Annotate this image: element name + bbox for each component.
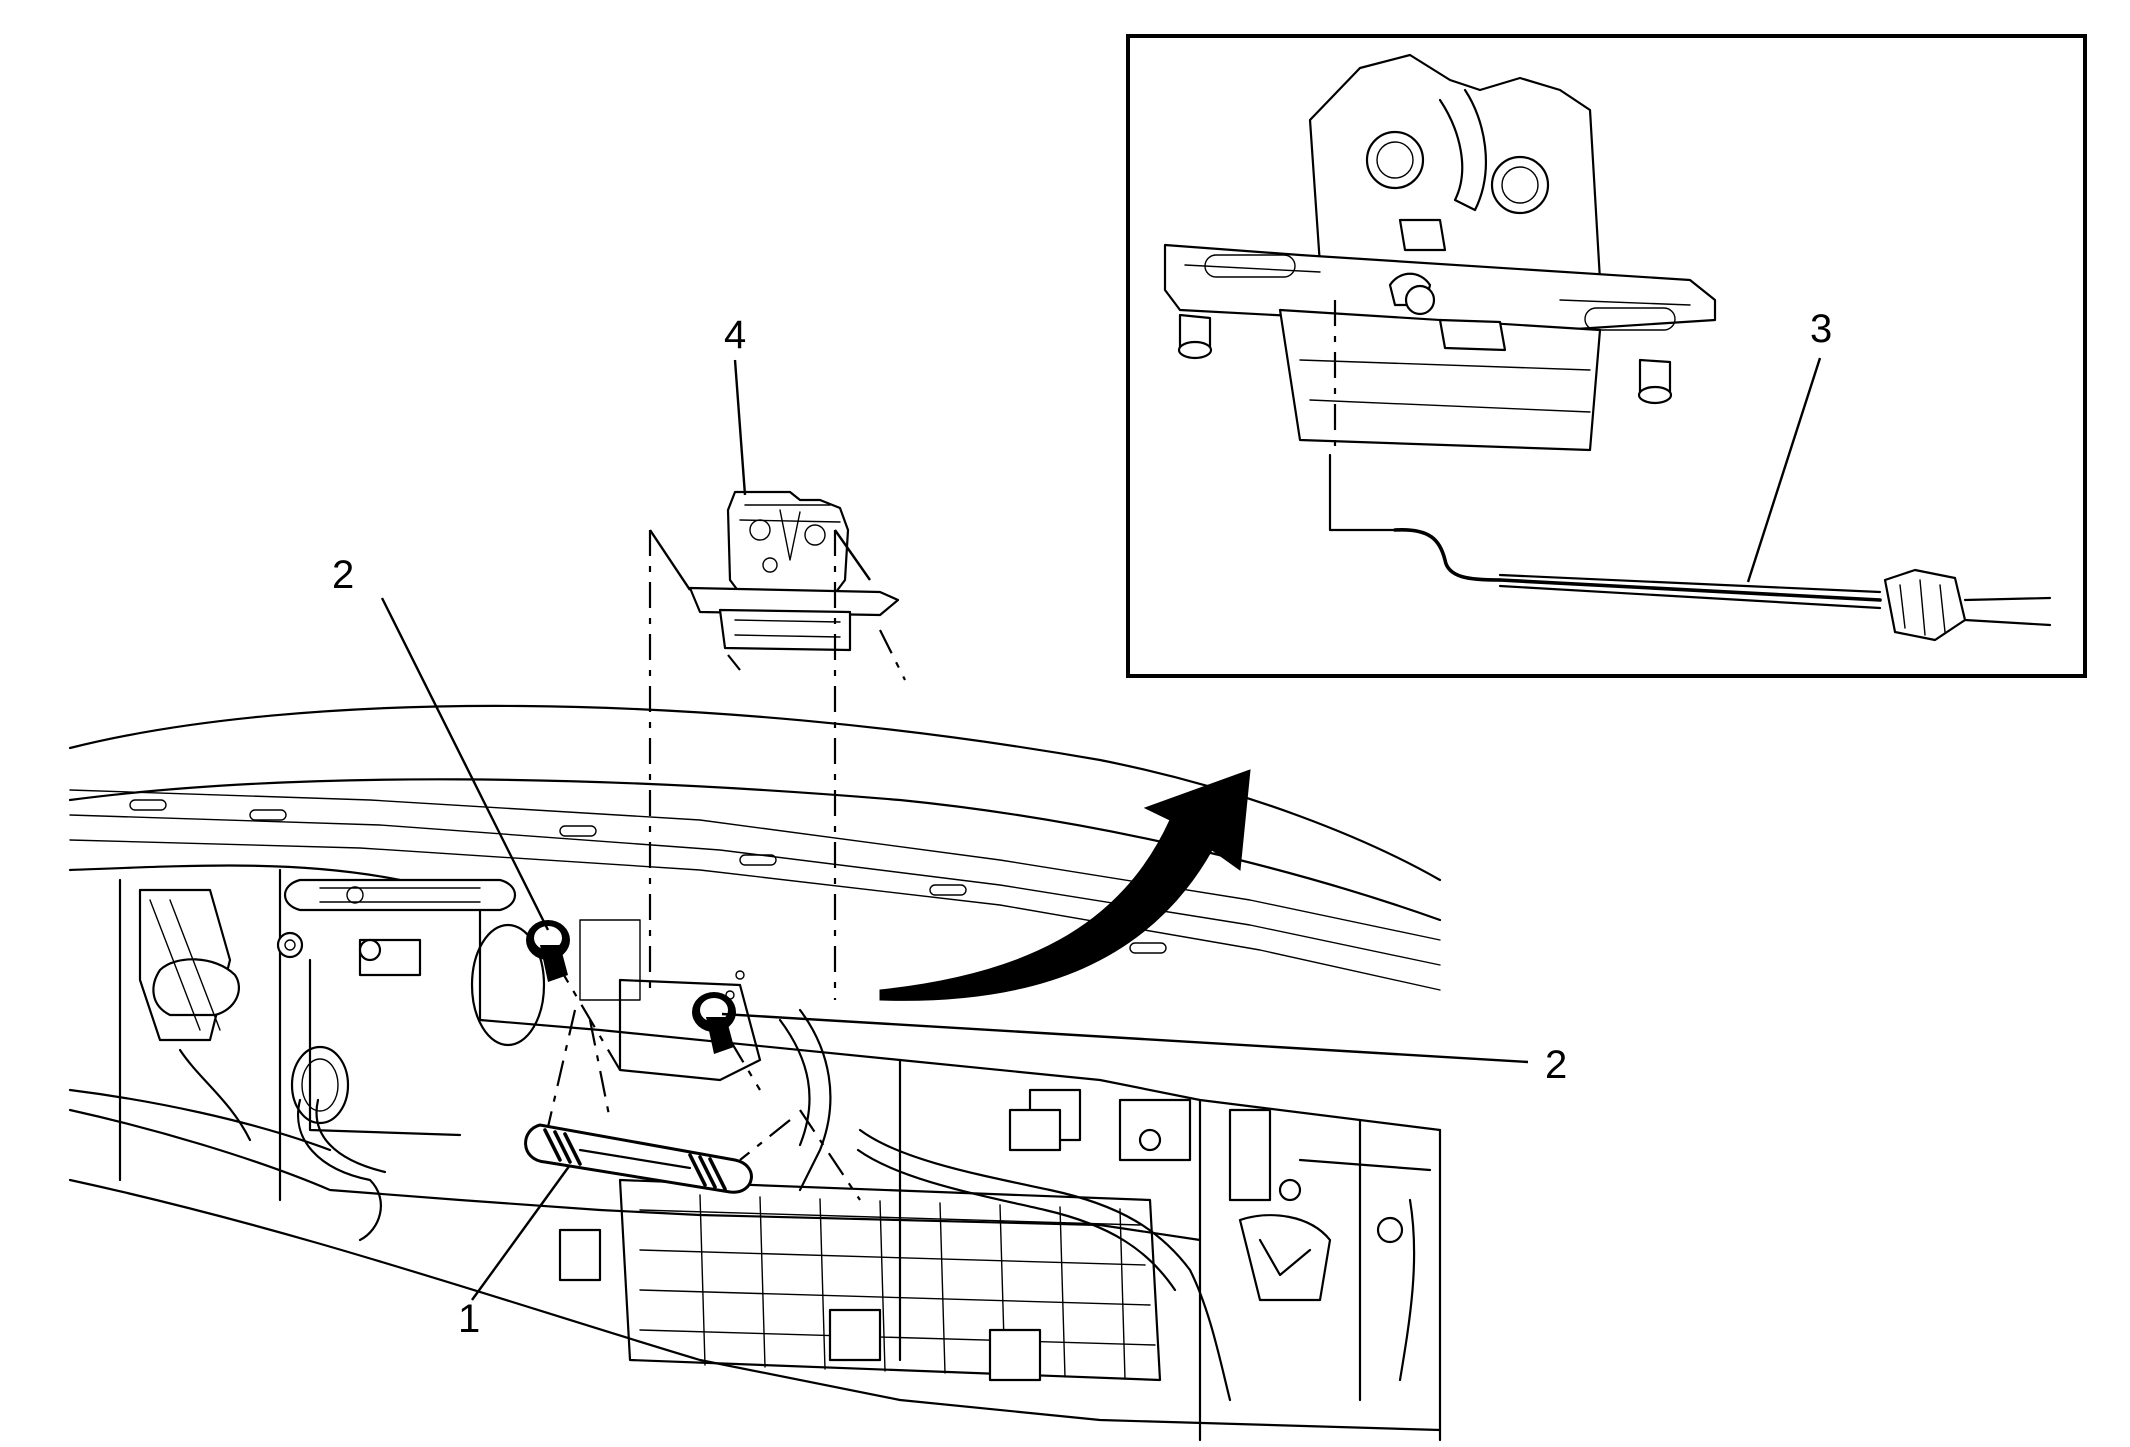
callout-4: 4 (724, 313, 746, 357)
detail-direction-arrow (879, 769, 1251, 1001)
trunk-latch (688, 490, 900, 652)
latch-bolt-left (526, 920, 570, 982)
leader-lines (380, 357, 1822, 1301)
callout-2-right: 2 (1545, 1043, 1567, 1087)
latch-spring (524, 1123, 753, 1194)
alignment-lines (543, 529, 906, 1201)
detail-inset (1126, 34, 2087, 678)
latch-bolt-right (692, 992, 736, 1054)
callout-2-left: 2 (332, 553, 354, 597)
callout-3: 3 (1810, 307, 1832, 351)
callout-1: 1 (458, 1297, 480, 1341)
trunk-lid-panel (68, 704, 1442, 1442)
